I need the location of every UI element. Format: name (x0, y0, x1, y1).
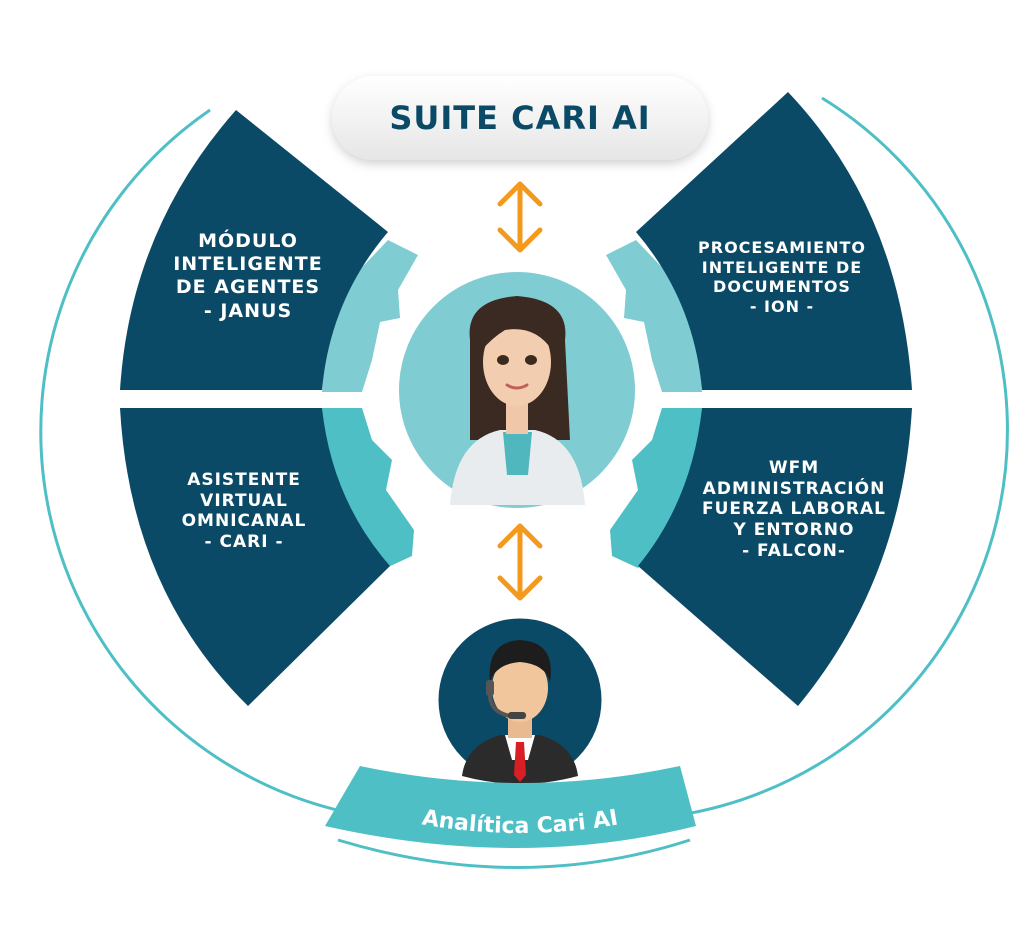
outer-ring-left (39, 108, 361, 817)
agent-headset-icon (435, 615, 605, 785)
footer-lower-ring (337, 838, 691, 869)
module-falcon-label: WFM ADMINISTRACIÓN FUERZA LABORAL Y ENTO… (702, 458, 886, 561)
teal-band-top-right (606, 240, 702, 392)
teal-band-bottom-left (322, 408, 414, 568)
teal-band-bottom-right (610, 408, 702, 568)
suite-title: SUITE CARI AI (389, 99, 651, 137)
teal-band-top-left (322, 240, 418, 392)
quadrant-falcon (638, 408, 912, 706)
double-arrow-icon (497, 523, 543, 601)
title-pill (332, 76, 708, 160)
footer-band (325, 766, 696, 848)
quadrant-ion (636, 92, 912, 390)
quadrant-cari (120, 408, 390, 706)
woman-avatar-icon (395, 268, 639, 512)
double-arrow-icon (497, 181, 543, 253)
outer-ring-right (679, 96, 1009, 817)
module-janus-label: MÓDULO INTELIGENTE DE AGENTES - JANUS (173, 230, 323, 322)
module-ion-label: PROCESAMIENTO INTELIGENTE DE DOCUMENTOS … (698, 238, 866, 316)
quadrant-janus (120, 110, 388, 390)
module-cari-label: ASISTENTE VIRTUAL OMNICANAL - CARI - (181, 470, 307, 553)
